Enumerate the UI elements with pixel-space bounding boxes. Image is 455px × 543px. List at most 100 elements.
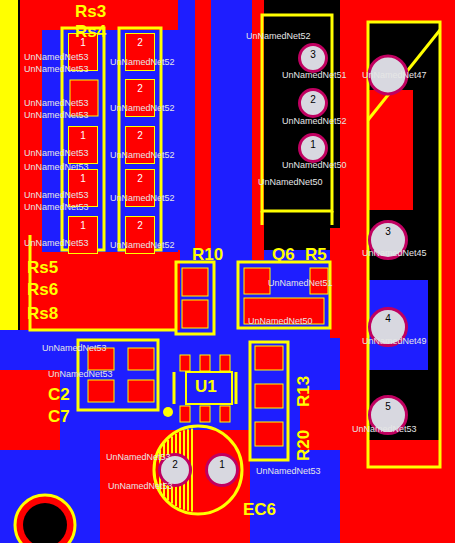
net-name: UnNamedNet53 <box>24 162 89 173</box>
net-name: UnNamedNet52 <box>110 193 175 204</box>
pcb-shape <box>255 422 283 446</box>
net-name: UnNamedNet53 <box>352 424 417 435</box>
pcb-shape <box>128 380 154 402</box>
net-name: UnNamedNet52 <box>282 116 347 127</box>
net-name: UnNamedNet53 <box>106 452 171 463</box>
designator: R20 <box>295 430 314 461</box>
pin-number: 1 <box>80 220 86 232</box>
net-name: UnNamedNet52 <box>110 57 175 68</box>
pcb-shape <box>0 330 180 370</box>
pin-number: 1 <box>310 139 316 151</box>
pcb-shape <box>176 262 214 334</box>
pcb-shape <box>100 430 250 543</box>
designator: R13 <box>295 376 314 407</box>
pcb-shape <box>368 90 413 210</box>
pcb-shape <box>174 372 236 404</box>
net-name: UnNamedNet49 <box>362 336 427 347</box>
smd-pad: 1 <box>68 216 98 254</box>
designator: C2 <box>48 385 70 404</box>
designator: EC6 <box>243 500 276 519</box>
pcb-shape <box>220 355 230 371</box>
net-name: UnNamedNet52 <box>246 31 311 42</box>
pin-number: 1 <box>80 173 86 185</box>
net-name: UnNamedNet53 <box>24 148 89 159</box>
pcb-shape <box>238 262 330 328</box>
designator: Rs4 <box>75 22 106 41</box>
pin-number: 2 <box>137 37 143 49</box>
net-name: UnNamedNet53 <box>24 52 89 63</box>
pin-number: 4 <box>385 313 391 325</box>
pcb-shape <box>340 0 455 543</box>
designator: Rs3 <box>75 2 106 21</box>
pcb-shape <box>30 15 440 514</box>
net-name: UnNamedNet53 <box>24 98 89 109</box>
smd-pad: 1 <box>68 169 98 207</box>
pin-number: 5 <box>385 401 391 413</box>
pin-number: 1 <box>219 459 225 471</box>
net-name: UnNamedNet53 <box>42 343 107 354</box>
pcb-shape <box>368 440 440 467</box>
pcb-shape <box>163 407 173 417</box>
pcb-shape <box>0 0 18 330</box>
pcb-shape <box>182 268 208 296</box>
net-name: UnNamedNet53 <box>24 190 89 201</box>
through-hole-pad: 2 <box>298 88 328 118</box>
pcb-shape <box>20 0 180 330</box>
pin-number: 1 <box>80 130 86 142</box>
through-hole-pad: 1 <box>298 133 328 163</box>
pin-number: 2 <box>137 173 143 185</box>
pcb-shape <box>368 22 440 467</box>
designator: R10 <box>192 245 223 264</box>
through-hole-pad: 1 <box>205 453 239 487</box>
pcb-shape <box>200 406 210 422</box>
net-name: UnNamedNet50 <box>282 160 347 171</box>
pcb-shape <box>195 0 211 250</box>
pcb-shape <box>250 342 288 460</box>
net-name: UnNamedNet53 <box>256 466 321 477</box>
net-name: UnNamedNet51 <box>282 70 347 81</box>
pcb-shape <box>368 280 428 370</box>
designator: R5 <box>305 245 327 264</box>
net-name: UnNamedNet52 <box>110 150 175 161</box>
pcb-shape <box>244 268 270 294</box>
net-name: UnNamedNet52 <box>110 240 175 251</box>
pcb-shape <box>178 0 256 250</box>
pcb-shape <box>255 346 283 370</box>
pin-number: 2 <box>172 459 178 471</box>
pcb-shape <box>255 384 283 408</box>
pin-number: 3 <box>310 49 316 61</box>
net-name: UnNamedNet53 <box>24 110 89 121</box>
smd-pad: 1 <box>68 126 98 164</box>
pin-number: 2 <box>137 220 143 232</box>
pcb-shape <box>262 211 332 225</box>
pcb-shape <box>70 80 328 446</box>
net-name: UnNamedNet53 <box>24 64 89 75</box>
pin-number: 3 <box>385 226 391 238</box>
pcb-shape <box>368 22 440 467</box>
pcb-shape <box>88 380 114 402</box>
pin-number: 2 <box>137 83 143 95</box>
net-name: UnNamedNet53 <box>48 369 113 380</box>
designator: Rs6 <box>27 280 58 299</box>
pcb-shape <box>128 348 154 370</box>
pin-number: 2 <box>137 130 143 142</box>
through-hole-pad: 3 <box>298 43 328 73</box>
net-name: UnNamedNet51 <box>268 278 333 289</box>
pcb-shape <box>154 426 242 514</box>
net-name: UnNamedNet47 <box>362 70 427 81</box>
designator: C7 <box>48 407 70 426</box>
designator: Rs8 <box>27 304 58 323</box>
pcb-shape <box>200 355 210 371</box>
pcb-shape <box>180 406 190 422</box>
designator: Q6 <box>272 245 295 264</box>
net-name: UnNamedNet53 <box>108 481 173 492</box>
net-name: UnNamedNet50 <box>258 177 323 188</box>
pcb-shape <box>15 495 75 543</box>
net-name: UnNamedNet52 <box>110 103 175 114</box>
pcb-shape <box>182 300 208 328</box>
net-name: UnNamedNet53 <box>24 202 89 213</box>
designator: U1 <box>195 377 217 396</box>
pcb-shape <box>220 406 230 422</box>
